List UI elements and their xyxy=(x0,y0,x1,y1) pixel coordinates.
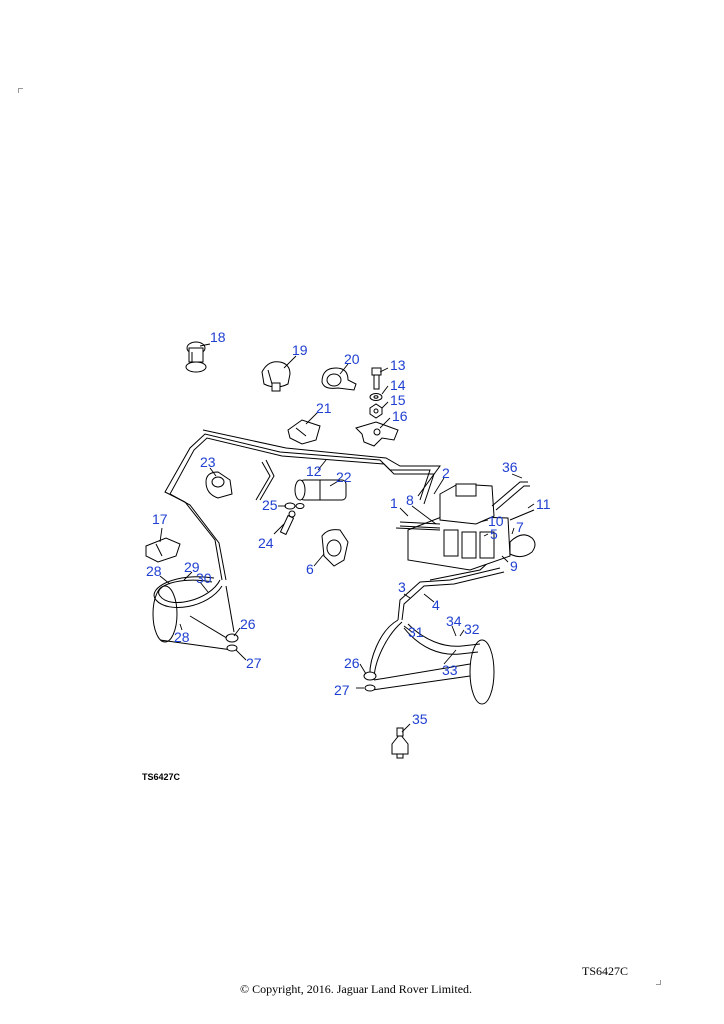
part-24-bolt xyxy=(279,510,296,536)
abs-modulator-assembly xyxy=(395,481,536,571)
callout-35: 35 xyxy=(412,711,428,727)
callout-14: 14 xyxy=(390,377,406,393)
callout-labels: 18 19 20 13 14 15 16 21 23 12 22 2 36 11… xyxy=(146,329,551,727)
callout-18: 18 xyxy=(210,329,226,345)
callout-32: 32 xyxy=(464,621,480,637)
part-13-bolt xyxy=(371,367,382,390)
leader-lines xyxy=(159,343,535,733)
callout-33: 33 xyxy=(442,662,458,678)
callout-30: 30 xyxy=(196,570,212,586)
figure-code-small: TS6427C xyxy=(142,772,181,782)
callout-20: 20 xyxy=(344,351,360,367)
copyright-notice: © Copyright, 2016. Jaguar Land Rover Lim… xyxy=(239,982,473,996)
page-corner-mark-top-left xyxy=(18,88,23,93)
callout-28-lower: 28 xyxy=(174,629,190,645)
callout-16: 16 xyxy=(392,408,408,424)
part-18-clip xyxy=(185,341,207,373)
part-20-clamp xyxy=(321,367,357,391)
callout-31: 31 xyxy=(408,624,424,640)
part-19-clip xyxy=(261,361,291,392)
callout-28-upper: 28 xyxy=(146,563,162,579)
callout-7: 7 xyxy=(516,519,524,535)
callout-17: 17 xyxy=(152,511,168,527)
part-22-sensor xyxy=(294,479,347,501)
callout-11: 11 xyxy=(536,496,551,512)
callout-15: 15 xyxy=(390,392,406,408)
callout-34: 34 xyxy=(446,613,462,629)
part-21-clip xyxy=(287,419,321,445)
part-6-bracket xyxy=(321,529,349,567)
part-23-connector xyxy=(205,471,233,499)
part-15-nut xyxy=(369,403,383,419)
callout-27-right: 27 xyxy=(334,682,350,698)
callout-23: 23 xyxy=(200,454,216,470)
callout-19: 19 xyxy=(292,342,308,358)
callout-21: 21 xyxy=(316,400,332,416)
callout-2: 2 xyxy=(442,465,450,481)
callout-3: 3 xyxy=(398,579,406,595)
part-16-bracket xyxy=(355,421,399,447)
callout-5: 5 xyxy=(490,526,498,542)
callout-13: 13 xyxy=(390,357,406,373)
callout-10: 10 xyxy=(488,513,504,529)
callout-9: 9 xyxy=(510,558,518,574)
callout-1: 1 xyxy=(390,495,398,511)
callout-36: 36 xyxy=(502,459,518,475)
callout-4: 4 xyxy=(432,597,440,613)
part-14-washer xyxy=(369,393,383,401)
callout-8: 8 xyxy=(406,492,414,508)
callout-29: 29 xyxy=(184,559,200,575)
part-25-washer xyxy=(284,502,305,510)
part-35-mount xyxy=(391,727,409,759)
callout-12: 12 xyxy=(306,463,322,479)
callout-6: 6 xyxy=(306,561,314,577)
callout-26-left: 26 xyxy=(240,616,256,632)
callout-25: 25 xyxy=(262,497,278,513)
callout-22: 22 xyxy=(336,469,352,485)
figure-code-footer: TS6427C xyxy=(582,964,629,978)
callout-24: 24 xyxy=(258,535,274,551)
part-26-27-washers-right xyxy=(363,671,377,692)
brake-pipe-routing xyxy=(152,429,505,705)
callout-27-left: 27 xyxy=(246,655,262,671)
part-26-27-washers-left xyxy=(225,633,239,652)
callout-26-right: 26 xyxy=(344,655,360,671)
page-corner-mark-bottom-right xyxy=(656,980,661,985)
part-17-clip xyxy=(145,537,181,563)
